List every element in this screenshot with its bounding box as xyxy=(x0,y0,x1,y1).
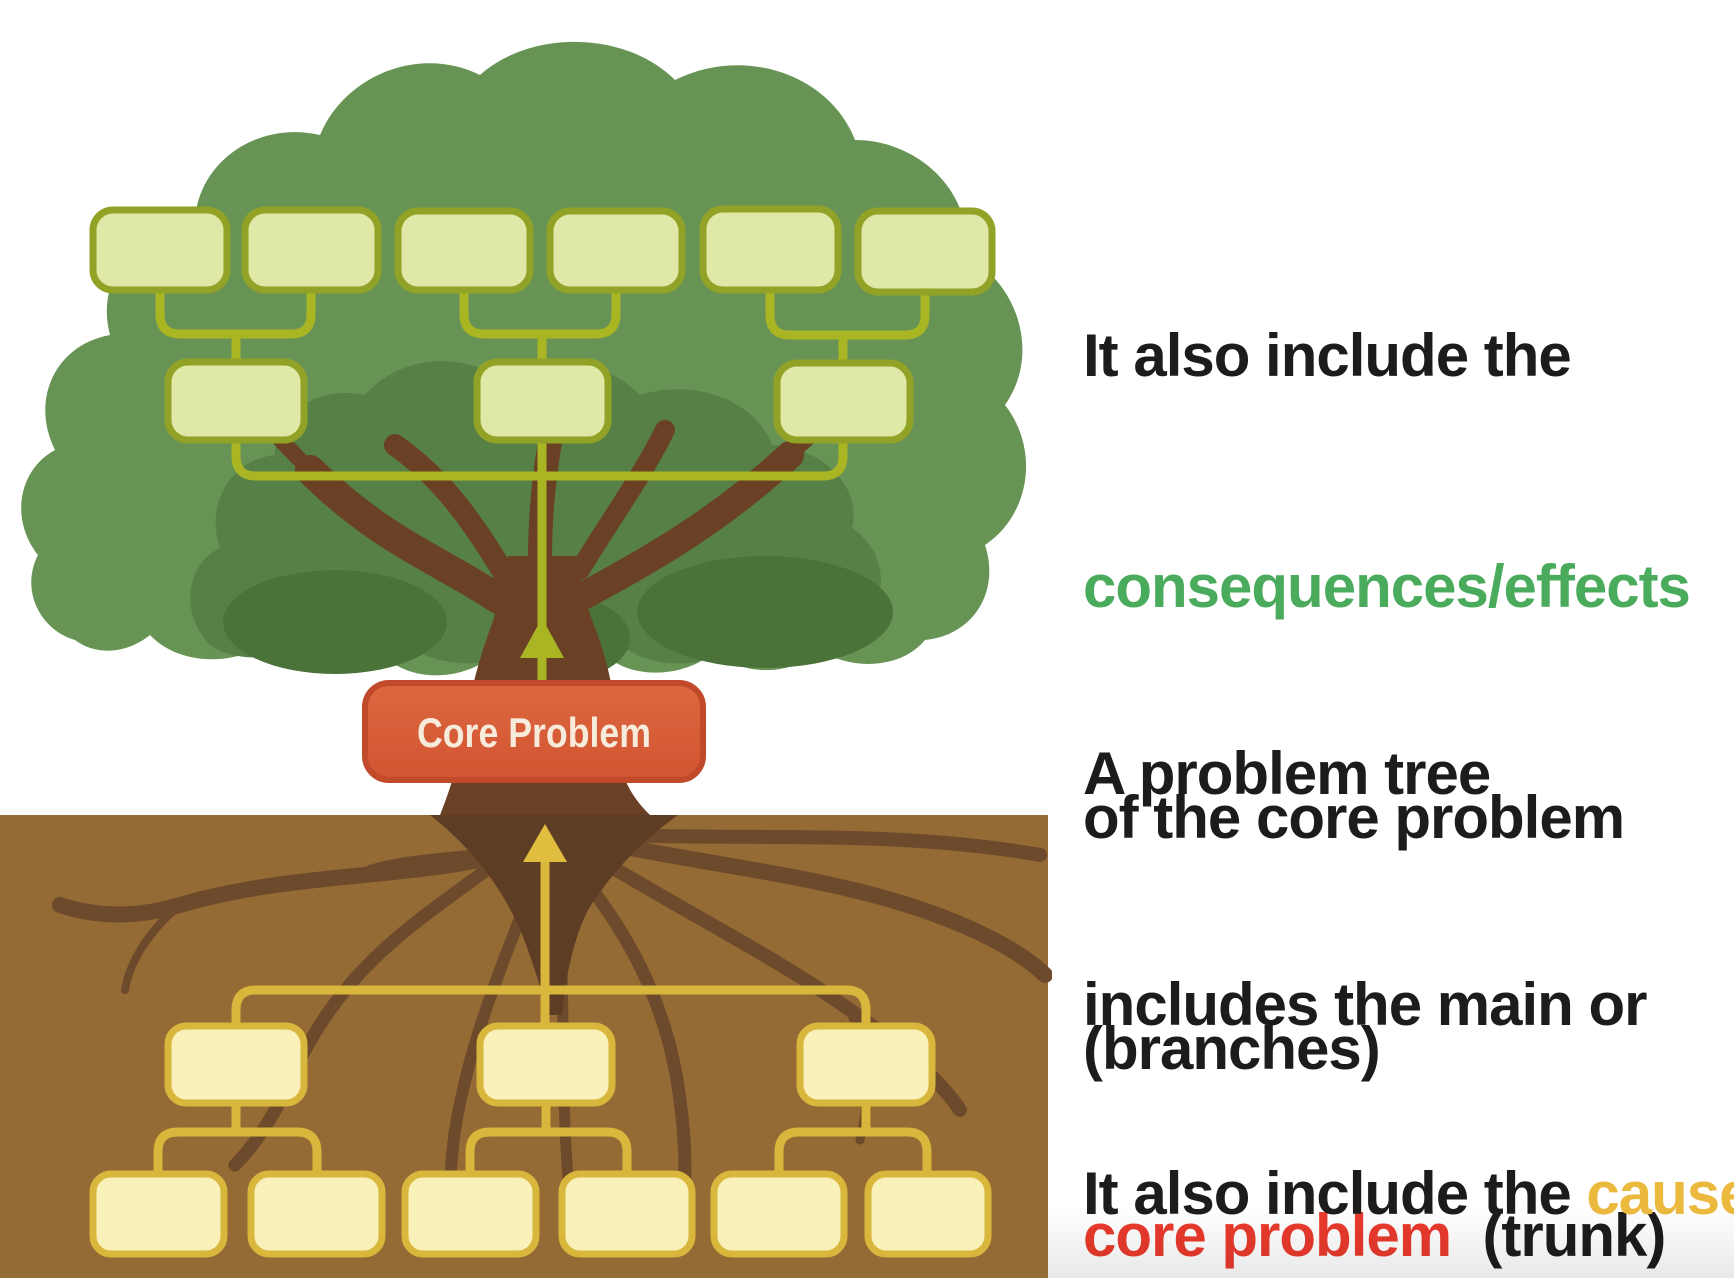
cause-box xyxy=(476,1022,616,1107)
problem-tree-illustration: Core Problem xyxy=(0,41,1052,1278)
effect-box xyxy=(699,205,842,294)
annotation-causes: It also include the causes of the core p… xyxy=(1083,1001,1734,1278)
effects-highlight: consequences/effects xyxy=(1083,553,1691,620)
root-flare xyxy=(430,815,678,1015)
effect-box xyxy=(241,206,382,294)
annotation-line: It also include the causes xyxy=(1083,1155,1734,1232)
cause-box xyxy=(558,1170,696,1258)
annotation-line: It also include the xyxy=(1083,322,1572,389)
annotation-effects: It also include the consequences/effects… xyxy=(1083,163,1691,1241)
cause-box xyxy=(89,1170,228,1258)
annotation-line: core problem (trunk) xyxy=(1083,1197,1666,1274)
causes-highlight: causes xyxy=(1586,1160,1734,1227)
annotation-line: includes the main or xyxy=(1083,971,1647,1038)
annotation-line: A problem tree xyxy=(1083,740,1491,807)
up-arrow-soil xyxy=(523,824,567,862)
effect-box xyxy=(89,206,231,294)
trunk-highlight: core problem xyxy=(1083,1202,1452,1269)
effect-box xyxy=(854,207,996,296)
core-problem-label: Core Problem xyxy=(417,710,651,756)
effect-box xyxy=(473,358,612,444)
effect-box xyxy=(164,358,308,444)
core-problem-box xyxy=(362,680,706,783)
annotation-line: (branches) xyxy=(1083,1015,1381,1082)
cause-box xyxy=(247,1170,386,1258)
effect-box xyxy=(394,207,534,294)
up-arrow-canopy xyxy=(520,618,564,658)
annotation-line: consequences/effects xyxy=(1083,548,1691,625)
cause-box xyxy=(710,1170,848,1258)
cause-boxes xyxy=(89,1022,992,1258)
cause-connectors xyxy=(153,855,932,1177)
effect-boxes xyxy=(89,205,996,444)
cause-box xyxy=(401,1170,540,1258)
effect-box xyxy=(546,207,686,294)
annotation-line: of the core problem xyxy=(1083,784,1625,851)
cause-box xyxy=(796,1022,936,1107)
annotation-trunk: A problem tree includes the main or core… xyxy=(1083,581,1666,1278)
effect-box xyxy=(773,359,914,444)
slide-bottom-shadow xyxy=(1048,1208,1734,1278)
cause-box xyxy=(164,1022,308,1107)
cause-box xyxy=(864,1170,992,1258)
